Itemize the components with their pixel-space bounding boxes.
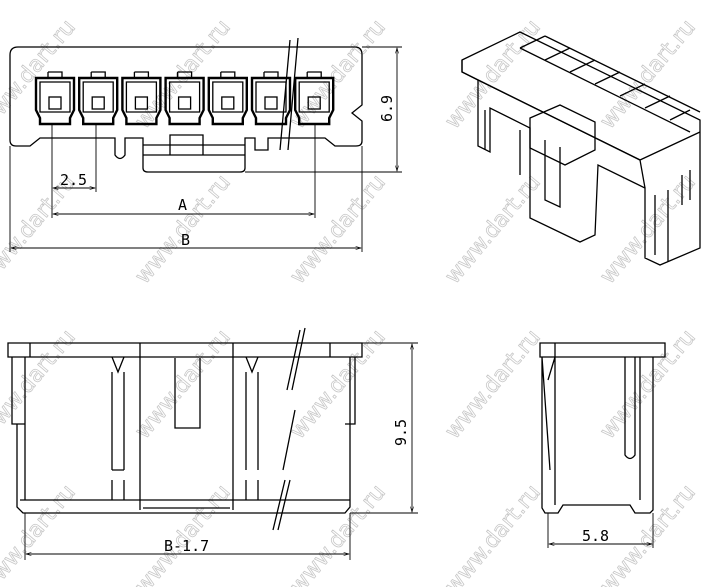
pin-cavity (207, 71, 248, 126)
dim-label-width: B-1.7 (164, 537, 209, 555)
watermark-text: www.dart.ru (285, 15, 390, 134)
pin-cavity (78, 71, 119, 126)
latch (143, 134, 245, 156)
pin-cavity-row (34, 71, 335, 126)
ext-lines (547, 513, 654, 548)
side-view: 5.8 (539, 342, 666, 548)
watermark-text: www.dart.ru (130, 15, 235, 134)
ext-lines-width (9, 124, 363, 252)
break-lines (279, 37, 299, 151)
ext-lines (24, 342, 418, 560)
dim-label-pitch: 2.5 (60, 171, 87, 189)
watermark-text: www.dart.ru (440, 325, 545, 444)
watermark-text: www.dart.ru (595, 15, 700, 134)
watermark-text: www.dart.ru (0, 480, 81, 587)
dim-label-height: 6.9 (378, 95, 396, 122)
front-view-outline (7, 342, 363, 514)
isometric-view (461, 31, 701, 266)
watermark-text: www.dart.ru (595, 170, 700, 289)
watermark-text: www.dart.ru (0, 15, 81, 134)
side-view-outline (539, 342, 666, 514)
top-view-body-outline (9, 46, 363, 173)
watermark-text: www.dart.ru (285, 170, 390, 289)
pin-cavity (294, 71, 335, 126)
pin-cavity (121, 71, 162, 126)
watermark-text: www.dart.ru (440, 15, 545, 134)
pin-cavity (250, 71, 292, 126)
top-view: 6.9 2.5 A B (9, 37, 402, 252)
front-view: 9.5 B-1.7 (7, 327, 418, 560)
dim-label-height: 9.5 (392, 419, 410, 446)
watermark-text: www.dart.ru (440, 480, 545, 587)
ext-lines-height (245, 46, 402, 173)
break-lines (272, 327, 306, 531)
dim-label-b: B (181, 231, 190, 249)
watermark-text: www.dart.ru (130, 480, 235, 587)
pin-cavity (164, 71, 205, 126)
pin-cavity (34, 71, 76, 126)
watermark-text: www.dart.ru (285, 480, 390, 587)
watermark-text: www.dart.ru (130, 170, 235, 289)
dim-label-depth: 5.8 (582, 527, 609, 545)
dim-label-a: A (178, 196, 187, 214)
watermark-text: www.dart.ru (595, 480, 700, 587)
